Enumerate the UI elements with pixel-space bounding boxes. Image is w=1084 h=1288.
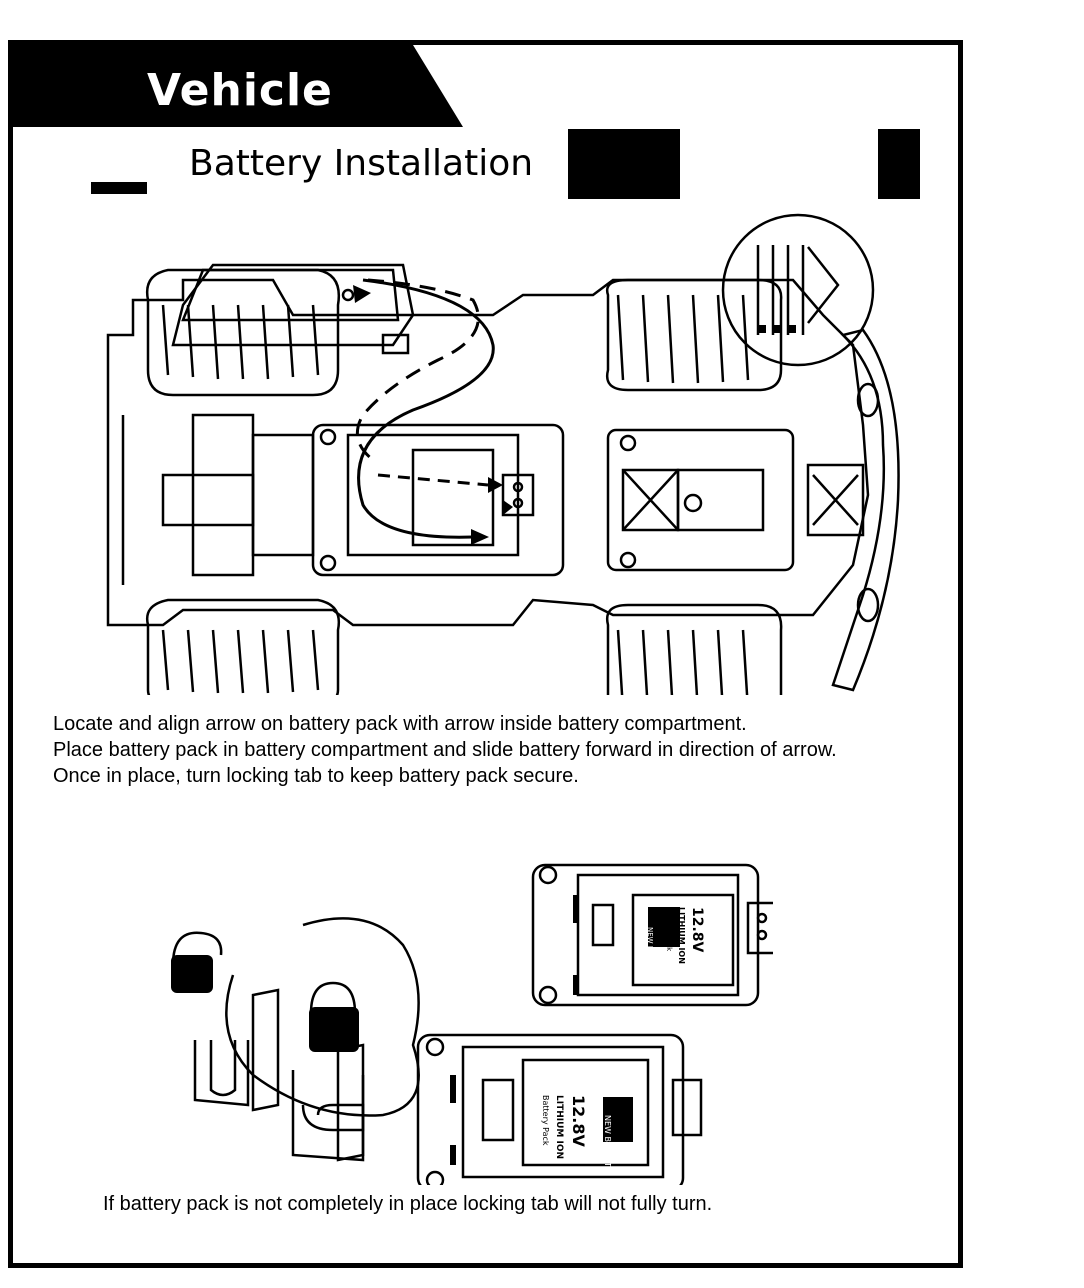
wheel-bottom-left — [145, 598, 341, 695]
arrow-inset — [721, 213, 875, 367]
battery-name-label: Battery Pack — [665, 907, 673, 952]
wheel-top-right — [605, 278, 783, 392]
battery-voltage-label: 12.8V — [689, 907, 705, 953]
vehicle-underside-diagram — [106, 213, 900, 695]
battery-pack-top — [171, 263, 415, 355]
battery-name-label-2: Battery Pack — [541, 1095, 550, 1146]
wheel-bottom-right — [605, 603, 783, 695]
section-header: Vehicle — [13, 45, 958, 127]
battery-voltage-label-2: 12.8V — [569, 1095, 588, 1147]
battery-chemistry-label-2: LITHIUM ION — [554, 1095, 564, 1159]
battery-chemistry-label: LITHIUM ION — [677, 907, 686, 964]
locking-tab-diagram: 12.8V LITHIUM ION Battery Pack NEW BRIGH… — [171, 863, 773, 1185]
lock-inset-circle — [225, 917, 420, 1117]
battery-brand-label: NEW BRIGHT — [646, 927, 654, 973]
instruction-line-2: Place battery pack in battery compartmen… — [53, 739, 837, 761]
compartment-inserted-bottom — [416, 1033, 703, 1185]
warning-footnote: If battery pack is not completely in pla… — [103, 1193, 713, 1215]
battery-brand-label-2: NEW BRIGHT — [603, 1115, 612, 1167]
page-subtitle: Battery Installation — [189, 143, 534, 184]
instruction-line-3: Once in place, turn locking tab to keep … — [53, 765, 579, 787]
page-tab-marker — [878, 129, 920, 199]
locked-padlock-icon — [309, 981, 357, 1014]
wheel-top-left — [145, 268, 341, 397]
header-banner — [13, 45, 463, 127]
redaction-block — [568, 129, 680, 199]
instruction-line-1: Locate and align arrow on battery pack w… — [53, 713, 747, 735]
page-frame: Vehicle Battery Installation — [8, 40, 963, 1268]
unlocked-padlock-icon — [171, 931, 223, 966]
section-title: Vehicle — [147, 65, 333, 116]
compartment-inserted-top — [531, 863, 773, 1007]
subtitle-rule — [91, 182, 147, 194]
chassis-outline — [106, 278, 870, 627]
